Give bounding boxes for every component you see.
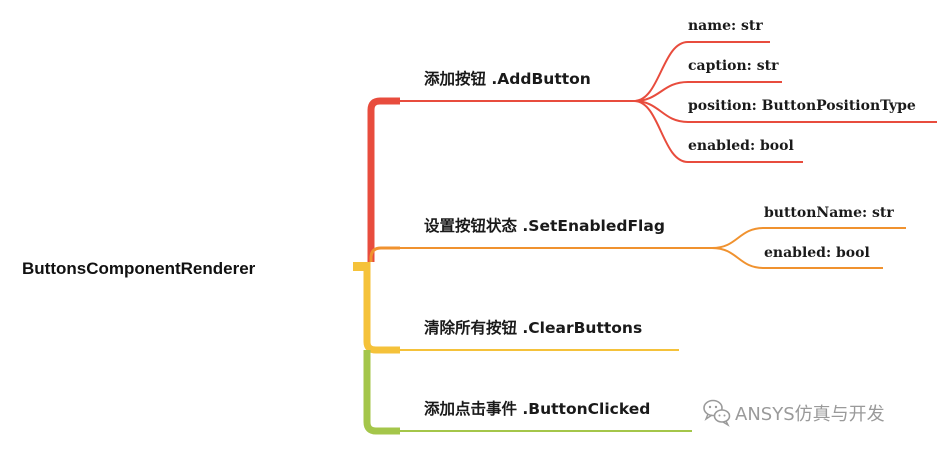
- branch-label-button-clicked[interactable]: 添加点击事件 .ButtonClicked: [424, 399, 650, 418]
- leaf-edge-enabled-2: [711, 247, 883, 269]
- branch-clear-buttons: 清除所有按钮 .ClearButtons: [398, 318, 679, 351]
- leaf-name[interactable]: name: str: [688, 18, 763, 34]
- leaf-position[interactable]: position: ButtonPositionType: [688, 98, 916, 114]
- leaf-edge-name: [633, 41, 770, 102]
- trunk-yellow: [363, 262, 400, 354]
- branch-set-enabled-flag: 设置按钮状态 .SetEnabledFlag buttonName: str e…: [398, 205, 906, 269]
- trunk-green: [363, 350, 400, 435]
- branch-label-set-enabled-flag[interactable]: 设置按钮状态 .SetEnabledFlag: [424, 216, 665, 235]
- leaf-edge-position: [633, 100, 937, 123]
- leaf-button-name[interactable]: buttonName: str: [764, 205, 894, 221]
- branch-label-add-button[interactable]: 添加按钮 .AddButton: [424, 69, 591, 88]
- trunk-orange: [369, 246, 400, 262]
- branch-add-button: 添加按钮 .AddButton name: str caption: str p…: [398, 18, 937, 163]
- watermark: ANSYS仿真与开发: [703, 399, 885, 427]
- leaf-edge-enabled: [633, 100, 803, 163]
- leaf-edge-caption: [633, 81, 782, 102]
- trunk-red: [367, 97, 400, 262]
- leaf-enabled-2[interactable]: enabled: bool: [764, 245, 870, 261]
- root-node[interactable]: ButtonsComponentRenderer: [22, 259, 256, 278]
- leaf-caption[interactable]: caption: str: [688, 58, 779, 74]
- branch-label-clear-buttons[interactable]: 清除所有按钮 .ClearButtons: [424, 318, 642, 337]
- watermark-text: ANSYS仿真与开发: [735, 404, 885, 425]
- root-connector: [353, 262, 365, 271]
- branch-button-clicked: 添加点击事件 .ButtonClicked: [398, 399, 692, 432]
- wechat-icon: [703, 399, 731, 427]
- leaf-edge-button-name: [711, 227, 906, 249]
- leaf-enabled[interactable]: enabled: bool: [688, 138, 794, 154]
